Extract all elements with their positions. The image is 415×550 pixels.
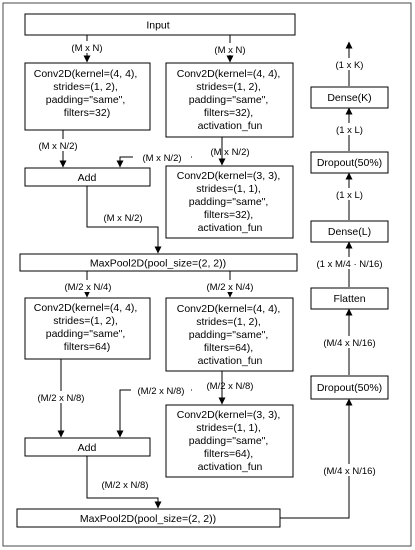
label-bg <box>330 123 369 135</box>
edge-label-maxpool1-conv-a2: (M/2 x N/4) <box>65 282 112 293</box>
edge-label-dropout1-flatten: (M/4 x N/16) <box>323 338 375 349</box>
node-dropout1 <box>310 375 389 400</box>
edge-label-in-conv-a1: (M x N) <box>71 43 102 54</box>
edge-label-dropout2-dense-k: (1 x L) <box>336 125 363 136</box>
label-bg <box>330 188 369 200</box>
label-bg <box>200 280 260 292</box>
node-conv-b2-text: Conv2D(kernel=(3, 3), strides=(1, 1), pa… <box>177 170 284 234</box>
node-dropout2 <box>310 151 389 174</box>
edge-label-conv-b4-add2: (M/2 x N/8) <box>138 386 185 397</box>
label-bg <box>311 257 389 269</box>
node-conv-b4 <box>165 404 294 478</box>
edge-add1-maxpool1 <box>86 186 162 254</box>
node-add2 <box>24 437 151 457</box>
node-dense-k-text: Dense(K) <box>327 92 371 104</box>
label-bg <box>58 280 118 292</box>
edge-label-conv-b1-conv-b2: (M x N/2) <box>210 147 249 158</box>
edge-label-add2-maxpool2: (M/2 x N/8) <box>102 480 149 491</box>
label-bg <box>318 464 381 476</box>
edge-label-conv-b3-conv-b4: (M/2 x N/8) <box>207 381 254 392</box>
node-conv-b2 <box>165 165 294 239</box>
label-bg <box>209 43 252 55</box>
label-bg <box>318 336 381 348</box>
node-conv-a2-text: Conv2D(kernel=(4, 4), strides=(1, 2), pa… <box>34 302 141 353</box>
node-conv-b1-text: Conv2D(kernel=(4, 4), strides=(1, 2), pa… <box>177 68 284 132</box>
node-maxpool1-text: MaxPool2D(pool_size=(2, 2)) <box>90 258 226 270</box>
node-dropout2-text: Dropout(50%) <box>317 157 382 169</box>
label-bg <box>329 58 370 70</box>
edge-label-maxpool1-conv-b3: (M/2 x N/4) <box>207 282 254 293</box>
node-conv-b1 <box>165 62 294 138</box>
edge-label-conv-b2-add1: (M x N/2) <box>142 153 181 164</box>
edge-label-add1-maxpool1: (M x N/2) <box>103 213 142 224</box>
label-bg <box>29 391 93 403</box>
node-input-text: Input <box>146 20 169 32</box>
node-maxpool2 <box>16 508 281 528</box>
edge-label-dense-l-dropout2: (1 x L) <box>336 190 363 201</box>
node-conv-b3-text: Conv2D(kernel=(4, 4), strides=(1, 2), pa… <box>177 303 284 367</box>
node-conv-a1 <box>24 62 151 131</box>
node-conv-b4-text: Conv2D(kernel=(3, 3), strides=(1, 1), pa… <box>177 409 284 473</box>
label-bg <box>30 139 86 151</box>
edge-label-dense-k-output: (1 x K) <box>336 60 364 71</box>
node-maxpool2-text: MaxPool2D(pool_size=(2, 2)) <box>80 513 216 525</box>
edge-label-flatten-dense-l: (1 x M/4 · N/16) <box>317 259 383 270</box>
label-bg <box>66 41 109 53</box>
node-dropout1-text: Dropout(50%) <box>317 382 382 394</box>
edge-label-conv-a1-add1: (M x N/2) <box>38 141 77 152</box>
node-dense-l-text: Dense(L) <box>328 226 371 238</box>
node-flatten <box>310 287 389 310</box>
label-bg <box>94 478 156 490</box>
node-add1-text: Add <box>78 172 97 184</box>
edge-add2-maxpool2 <box>86 456 162 509</box>
node-flatten-text: Flatten <box>333 293 365 305</box>
node-input <box>24 13 296 36</box>
edge-label-in-conv-b1: (M x N) <box>214 45 245 56</box>
node-conv-a1-text: Conv2D(kernel=(4, 4), strides=(1, 2), pa… <box>34 68 141 119</box>
label-bg <box>133 151 191 163</box>
label-bg <box>131 384 191 396</box>
node-add2-text: Add <box>78 442 97 454</box>
edge-label-conv-a2-add2: (M/2 x N/8) <box>38 393 85 404</box>
node-add1 <box>24 167 151 187</box>
edge-maxpool2-dropout1 <box>280 398 353 519</box>
label-bg <box>94 211 152 223</box>
node-conv-a2 <box>24 297 151 360</box>
node-dense-l <box>310 220 389 243</box>
node-maxpool1 <box>19 253 298 272</box>
node-dense-k <box>310 86 389 109</box>
edge-label-maxpool2-dropout1: (M/4 x N/16) <box>323 466 375 477</box>
node-conv-b3 <box>165 297 294 372</box>
